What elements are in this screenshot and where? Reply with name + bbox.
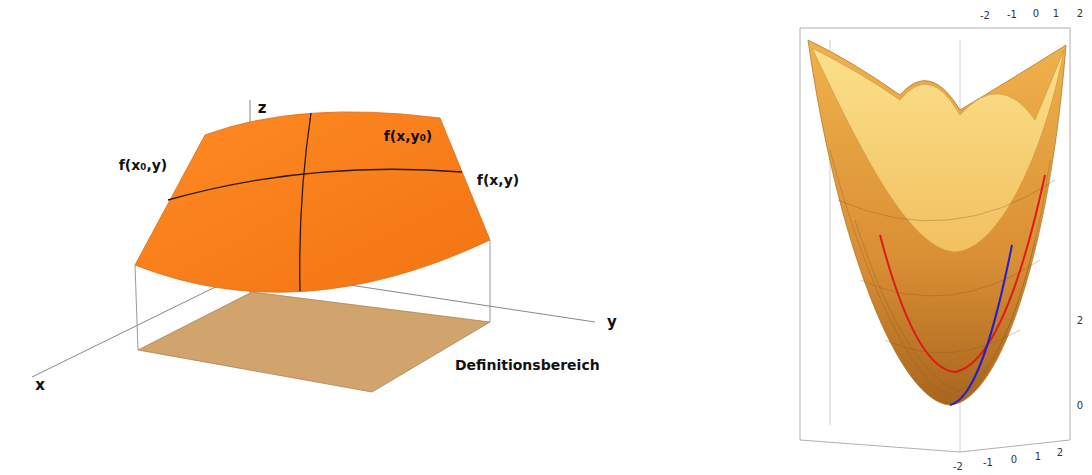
curve-y0	[300, 113, 311, 291]
domain-area	[138, 292, 490, 392]
mesh-line	[838, 180, 1055, 221]
mesh-line	[855, 220, 960, 390]
tick-label: -2	[953, 461, 963, 472]
red-curve	[880, 175, 1045, 372]
blue-curve	[950, 245, 1012, 405]
axis-label: x	[35, 377, 45, 394]
tick-label: 2	[1077, 315, 1083, 326]
mesh-line	[955, 160, 1050, 398]
wire-line	[300, 291, 372, 392]
tick-label: 1	[1053, 8, 1059, 19]
bounding-box	[800, 28, 1070, 452]
axis-label: y	[607, 314, 617, 331]
paraboloid-surface	[808, 40, 1066, 405]
tick-label: 1	[1035, 451, 1041, 462]
box-edge	[800, 28, 1070, 29]
axis-label: z	[258, 100, 267, 117]
tick-label: 0	[1077, 400, 1083, 411]
tick-label: 2	[1057, 447, 1063, 458]
box-edge	[800, 28, 801, 440]
mesh-line	[885, 330, 1020, 353]
surface-patch	[135, 112, 490, 292]
curve-label: f(x,y₀)	[384, 129, 433, 144]
tick-label: 0	[1033, 8, 1039, 19]
curve-x0	[168, 169, 462, 200]
curve-label: f(x,y)	[477, 173, 519, 188]
tick-label: 0	[1011, 454, 1017, 465]
wire-line	[135, 265, 138, 350]
tick-label: -1	[1007, 9, 1017, 20]
mesh-lines	[830, 150, 1055, 398]
tick-label: -1	[983, 457, 993, 468]
paraboloid-inner	[812, 48, 1064, 252]
tick-label: 2	[1077, 8, 1083, 19]
tick-label: -2	[980, 10, 990, 21]
domain-label: Definitionsbereich	[455, 358, 600, 373]
box-edge	[1070, 28, 1071, 440]
wire-line	[490, 240, 491, 322]
curve-label: f(x₀,y)	[119, 158, 168, 173]
box-edge	[800, 440, 1070, 452]
